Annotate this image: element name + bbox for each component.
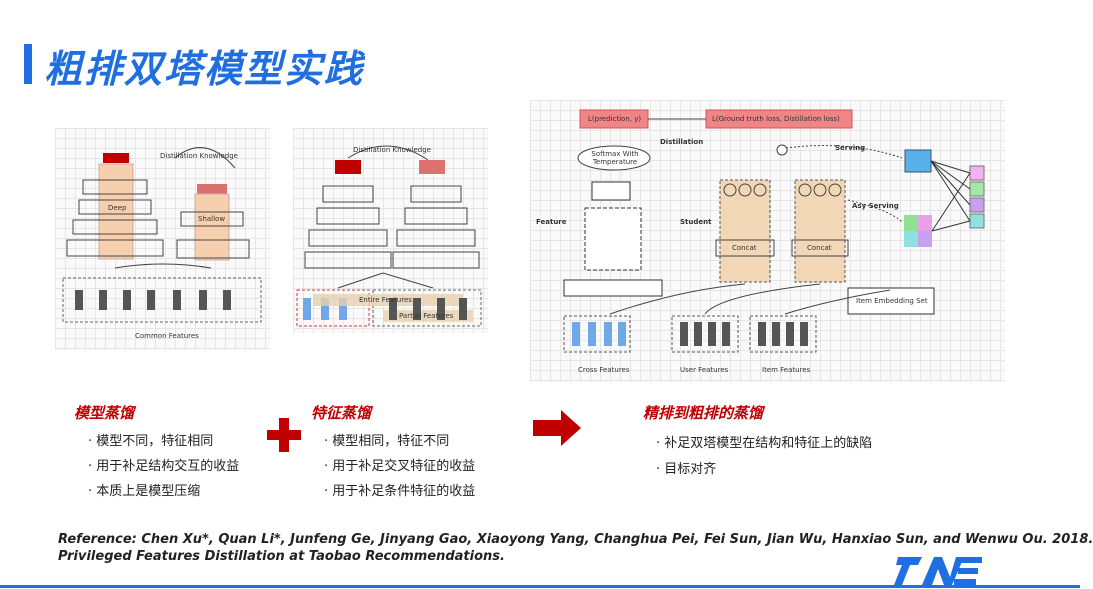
col2-bullet-2-text: 用于补足交叉特征的收益: [332, 459, 476, 474]
fig3-item-features-label: Item Features: [762, 366, 811, 374]
fig2-partial-label: Partial Features: [399, 312, 454, 320]
teacher-output-block: [335, 160, 361, 174]
fig3-concat-right-label: Concat: [807, 244, 832, 252]
student-tower-right: [794, 179, 846, 283]
serving-user-vector: [904, 149, 932, 173]
fig3-serving-label: Serving: [835, 144, 866, 152]
fig3-distillation-label: Distillation: [660, 138, 704, 146]
figure-model-distillation: Distillation Knowledge Deep Shallow Comm…: [55, 128, 270, 350]
fig3-softmax-label: Softmax With Temperature: [591, 150, 639, 166]
fig3-user-features-label: User Features: [680, 366, 729, 374]
fig2-entire-label: Entire Features: [359, 296, 412, 304]
fig1-deep-label: Deep: [108, 204, 127, 212]
fig3-item-embedding-label: Item Embedding Set: [856, 297, 928, 305]
page-title: 粗排双塔模型实践: [44, 47, 365, 91]
col3-bullet-1-text: 补足双塔模型在结构和特征上的缺陷: [664, 436, 873, 451]
col1-heading: 模型蒸馏: [74, 404, 135, 422]
right-arrow-icon: [533, 410, 581, 446]
softmax-ellipse: [577, 145, 651, 171]
col2-bullet-3: · 用于补足条件特征的收益: [324, 484, 476, 499]
figure-model-distillation-svg: [62, 147, 262, 323]
fig3-concat-left-label: Concat: [732, 244, 757, 252]
student-output-block: [419, 160, 445, 174]
fig3-student-label: Student: [680, 218, 712, 226]
fig3-feature-label: Feature: [536, 218, 567, 226]
col2-heading: 特征蒸馏: [311, 404, 372, 422]
student-tower-left: [719, 179, 771, 283]
fig2-distill-label: Distillation Knowledge: [353, 146, 431, 154]
fig3-cross-features-label: Cross Features: [578, 366, 630, 374]
fig3-asy-serving-label: Asy Serving: [852, 202, 899, 210]
fig1-common-label: Common Features: [135, 332, 199, 340]
figure-feature-distillation-svg: [296, 145, 482, 327]
col1-bullet-2: · 用于补足结构交互的收益: [88, 459, 240, 474]
fig1-distill-label: Distillation Knowledge: [160, 152, 238, 160]
col1-bullet-3: · 本质上是模型压缩: [88, 484, 201, 499]
col2-bullet-2: · 用于补足交叉特征的收益: [324, 459, 476, 474]
reference-line-1: Reference: Chen Xu*, Quan Li*, Junfeng G…: [58, 532, 1093, 547]
col1-bullet-1-text: 模型不同，特征相同: [96, 434, 214, 449]
figure-feature-distillation: Distillation Knowledge Entire Features P…: [293, 128, 488, 333]
shallow-tower: [194, 193, 230, 261]
col3-bullet-2: · 目标对齐: [656, 462, 717, 477]
deep-output-block: [103, 153, 129, 163]
shallow-output-block: [197, 184, 227, 194]
fig3-loss-left-label: L(prediction, y): [588, 115, 642, 123]
plus-icon: [267, 418, 301, 452]
fig3-loss-right-label: L(Ground truth loss, Distillation loss): [712, 115, 840, 123]
col1-bullet-1: · 模型不同，特征相同: [88, 434, 214, 449]
col2-bullet-1: · 模型相同，特征不同: [324, 434, 450, 449]
figure-rank-distillation: L(prediction, y) L(Ground truth loss, Di…: [530, 100, 1005, 382]
company-logo-icon: [894, 557, 982, 585]
col3-bullet-1: · 补足双塔模型在结构和特征上的缺陷: [656, 436, 873, 451]
col3-heading: 精排到粗排的蒸馏: [643, 404, 764, 422]
col1-bullet-3-text: 本质上是模型压缩: [96, 484, 201, 499]
reference-line-2: Privileged Features Distillation at Taob…: [58, 549, 505, 564]
fig1-shallow-label: Shallow: [198, 215, 226, 223]
figure-rank-distillation-svg: [563, 109, 985, 353]
footer-divider: [0, 585, 1080, 588]
col1-bullet-2-text: 用于补足结构交互的收益: [96, 459, 240, 474]
col2-bullet-3-text: 用于补足条件特征的收益: [332, 484, 476, 499]
col2-bullet-1-text: 模型相同，特征不同: [332, 434, 450, 449]
col3-bullet-2-text: 目标对齐: [664, 462, 717, 477]
reference: Reference: Chen Xu*, Quan Li*, Junfeng G…: [58, 531, 1093, 565]
title-accent-bar: [24, 44, 32, 84]
